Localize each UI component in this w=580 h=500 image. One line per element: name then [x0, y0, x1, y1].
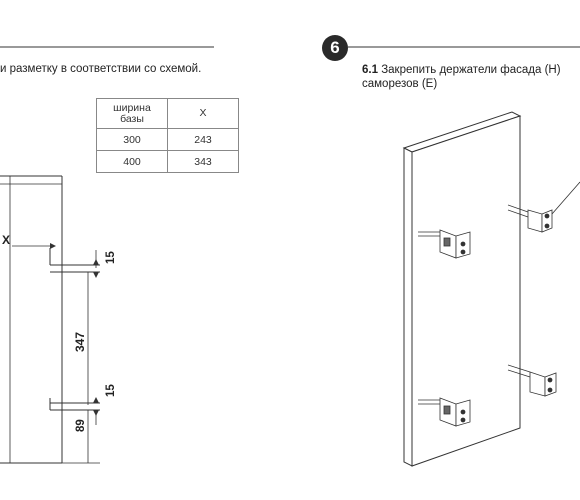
holder-bracket-bottom-right [507, 364, 557, 397]
instruction-line2: саморезов (E) [362, 78, 438, 90]
dim-bottom-15: 15 [105, 384, 117, 397]
left-instruction: и разметку в соответствии со схемой. [0, 63, 202, 75]
left-drawing [0, 175, 100, 464]
callout-leader [551, 181, 580, 215]
instruction-line1: Закрепить держатели фасада (H) [381, 64, 561, 76]
dim-top-15: 15 [105, 251, 117, 264]
right-instruction: 6.1 Закрепить держатели фасада (H) самор… [362, 63, 561, 91]
step-id: 6.1 [362, 64, 378, 76]
step-number-badge: 6 [322, 35, 348, 61]
header-x: X [167, 98, 239, 129]
dim-89: 89 [75, 419, 87, 432]
cell-width: 400 [96, 150, 168, 173]
holder-bracket-bottom-left [418, 397, 471, 427]
x-dimension-label: X [2, 233, 10, 247]
facade-panel [402, 111, 522, 467]
table-row: 300 243 [96, 128, 239, 151]
table-header-row: ширина базы X [96, 98, 239, 129]
holder-bracket-top-left [418, 229, 471, 259]
header-width: ширина базы [96, 98, 168, 129]
table-row: 400 343 [96, 150, 239, 173]
cell-x: 343 [167, 150, 239, 173]
holder-bracket-top-right [507, 204, 553, 233]
dim-347: 347 [73, 332, 87, 352]
dimensions-table: ширина базы X 300 243 400 343 [96, 98, 239, 173]
